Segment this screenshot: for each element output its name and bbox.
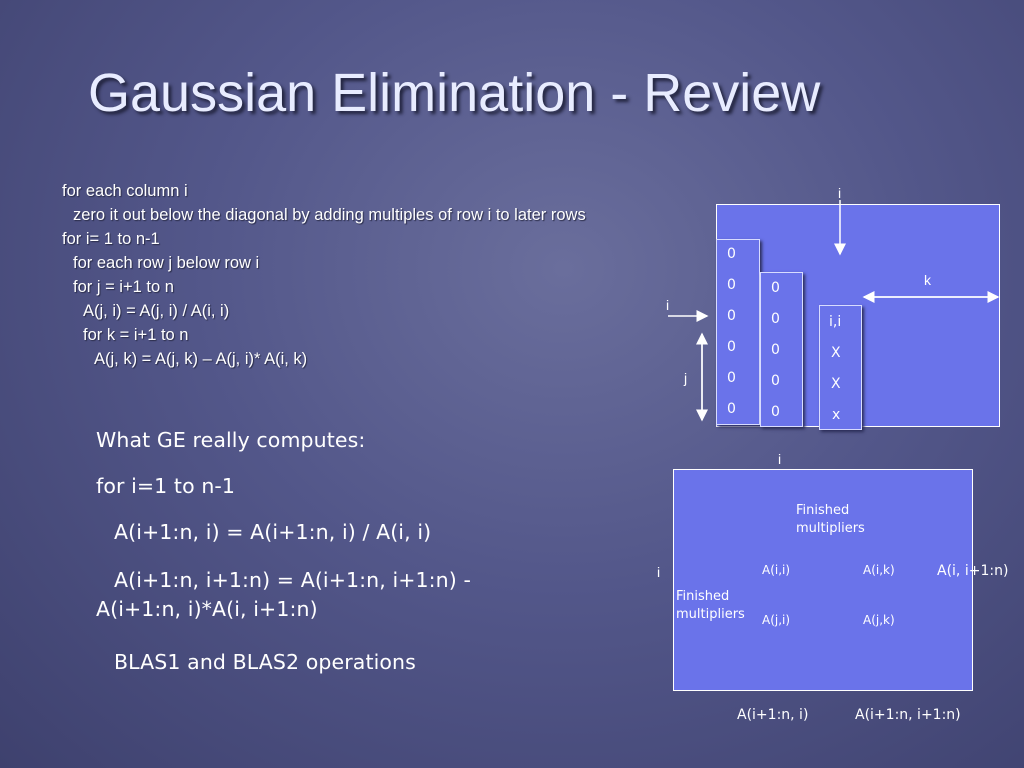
col2-cell: 0 (771, 311, 780, 327)
col1-cell: 0 (727, 401, 736, 417)
col3-cell: X (831, 345, 841, 361)
diagram2-label-i-top: i (778, 451, 782, 467)
col3-cell: i,i (829, 314, 842, 330)
col2-cell: 0 (771, 404, 780, 420)
diagram1-label-k: k (924, 272, 931, 288)
col1-cell: 0 (727, 339, 736, 355)
diagram1-label-i-top: i (838, 185, 842, 201)
col3-cell: X (831, 376, 841, 392)
diagram1-label-i-left: i (666, 297, 670, 313)
col3-cell: x (832, 407, 841, 423)
code-line-2: zero it out below the diagonal by adding… (73, 206, 586, 224)
body-line-1: What GE really computes: (96, 428, 366, 452)
code-line-6: A(j, i) = A(j, i) / A(i, i) (83, 302, 230, 320)
column-1: 0 0 0 0 0 0 (716, 239, 760, 425)
col1-cell: 0 (727, 277, 736, 293)
body-line-2: for i=1 to n-1 (96, 474, 236, 498)
matrix-box-2 (673, 469, 973, 691)
finished-multipliers-top: Finished multipliers (796, 503, 865, 536)
col2-cell: 0 (771, 342, 780, 358)
code-line-4: for each row j below row i (73, 254, 260, 272)
code-line-7: for k = i+1 to n (83, 326, 189, 344)
label-a-ik: A(i,k) (863, 563, 895, 577)
body-line-4b: A(i+1:n, i)*A(i, i+1:n) (96, 597, 318, 621)
slide-title: Gaussian Elimination - Review (88, 63, 821, 123)
col2-cell: 0 (771, 373, 780, 389)
col1-cell: 0 (727, 308, 736, 324)
bottom-label-left: A(i+1:n, i) (737, 707, 809, 723)
code-line-8: A(j, k) = A(j, k) – A(j, i)* A(i, k) (94, 350, 308, 368)
label-a-ii: A(i,i) (762, 563, 791, 577)
column-2: 0 0 0 0 0 (760, 272, 803, 427)
label-a-ji: A(j,i) (762, 613, 791, 627)
body-line-5: BLAS1 and BLAS2 operations (114, 650, 416, 674)
body-line-3: A(i+1:n, i) = A(i+1:n, i) / A(i, i) (114, 520, 432, 544)
code-line-5: for j = i+1 to n (73, 278, 174, 296)
code-line-1: for each column i (62, 182, 188, 200)
col1-cell: 0 (727, 246, 736, 262)
body-line-4a: A(i+1:n, i+1:n) = A(i+1:n, i+1:n) - (114, 568, 471, 592)
finished-multipliers-left: Finished multipliers (676, 589, 745, 622)
diagram1-label-j: j (684, 370, 688, 386)
bottom-label-right: A(i+1:n, i+1:n) (855, 707, 961, 723)
col1-cell: 0 (727, 370, 736, 386)
code-line-3: for i= 1 to n-1 (62, 230, 160, 248)
diagram2-label-i-left: i (657, 564, 661, 580)
label-a-jk: A(j,k) (863, 613, 895, 627)
col2-cell: 0 (771, 280, 780, 296)
row-label-a-i-i1n: A(i, i+1:n) (937, 563, 1009, 579)
column-3: i,i X X x (819, 305, 862, 430)
